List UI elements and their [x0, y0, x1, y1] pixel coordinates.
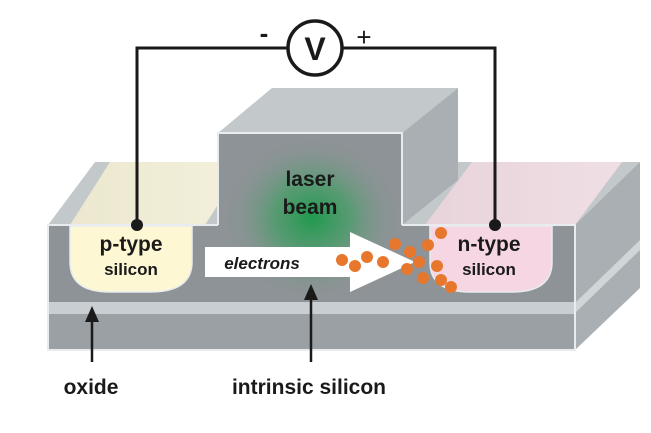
- contact-dot-left: [131, 219, 143, 231]
- electron-dot: [349, 260, 361, 272]
- n-type-region: [429, 225, 553, 293]
- oxide-side-band: [575, 240, 640, 313]
- ridge-outline: [217, 132, 403, 225]
- electron-dot: [401, 263, 413, 275]
- electron-particles: [336, 227, 457, 293]
- p-region-top: [70, 162, 245, 225]
- ridge-side: [402, 88, 458, 225]
- electron-dot: [404, 246, 416, 258]
- electron-flow-arrow: [205, 232, 415, 292]
- wire-left: [135, 46, 287, 225]
- electron-dot: [417, 272, 429, 284]
- slab-side-face: [575, 162, 640, 350]
- oxide-pointer: [85, 306, 99, 362]
- laser-label-line2: beam: [283, 196, 338, 219]
- wire-right: [343, 46, 497, 225]
- electron-dot: [377, 256, 389, 268]
- electron-dot: [361, 251, 373, 263]
- meter-plus-sign: +: [356, 22, 371, 52]
- electrons-label: electrons: [224, 254, 300, 273]
- intrinsic-silicon-label: intrinsic silicon: [232, 376, 386, 399]
- electron-dot: [435, 227, 447, 239]
- electron-dot: [422, 239, 434, 251]
- electron-dot: [336, 254, 348, 266]
- meter-minus-sign: -: [260, 18, 269, 48]
- electron-dot: [445, 281, 457, 293]
- intrinsic-pointer: [304, 284, 318, 362]
- n-region-top: [425, 162, 622, 225]
- p-type-label-line1: p-type: [100, 233, 163, 256]
- laser-label-line1: laser: [285, 168, 334, 191]
- contact-dot-right: [489, 219, 501, 231]
- voltmeter-icon: [286, 19, 344, 77]
- electron-dot: [435, 274, 447, 286]
- n-type-label-line1: n-type: [458, 233, 521, 256]
- electron-dot: [431, 260, 443, 272]
- ridge-top: [218, 88, 458, 133]
- electron-dot: [389, 238, 401, 250]
- oxide-label: oxide: [64, 376, 119, 399]
- p-type-region: [69, 225, 193, 293]
- n-type-label-line2: silicon: [462, 260, 516, 279]
- voltmeter-symbol: V: [304, 31, 326, 67]
- p-type-label-line2: silicon: [104, 260, 158, 279]
- electron-dot: [413, 256, 425, 268]
